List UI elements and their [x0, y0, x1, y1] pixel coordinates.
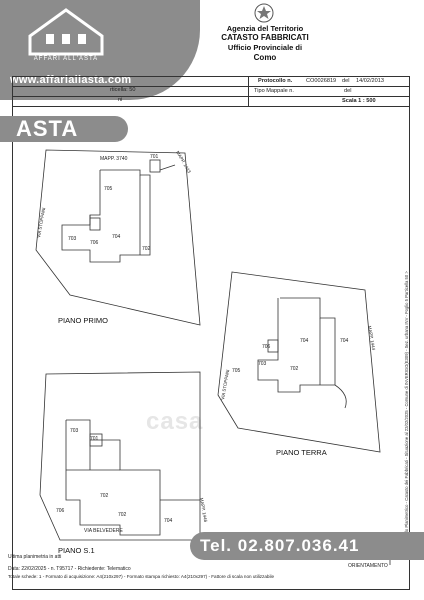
- catasto-title: CATASTO FABBRICATI: [221, 33, 309, 42]
- piano-primo-label: PIANO PRIMO: [58, 316, 109, 325]
- piano-terra-lot: [217, 271, 381, 453]
- terra-room-4: 706: [262, 344, 271, 350]
- logo-text: AFFARI ALL'ASTA: [33, 56, 99, 62]
- particella-field: rticella: 50: [110, 87, 136, 93]
- terra-room-6: 704: [340, 338, 349, 344]
- footer-ultima: Ultima planimetria in atti: [8, 554, 62, 560]
- piano-s1-label: PIANO S.1: [58, 546, 95, 555]
- piano-s1-lot: [39, 371, 201, 541]
- tipo-mappale-del: del: [344, 88, 352, 94]
- asta-label: ASTA: [16, 116, 79, 141]
- protocollo-label: Protocollo n.: [258, 78, 293, 84]
- state-emblem-icon: [254, 3, 274, 23]
- scale-label: Scala 1 : 500: [342, 98, 376, 104]
- header-divider-3: [12, 106, 410, 107]
- protocollo-value: CO0026819: [306, 78, 337, 84]
- branding-banner: [0, 0, 200, 100]
- footer-schede: Totale schede: 1 - Formato di acquisizio…: [8, 574, 275, 579]
- office-title: Ufficio Provinciale di: [227, 43, 303, 52]
- s1-room-3: 702: [100, 493, 109, 499]
- piano-primo-lot: [35, 149, 201, 326]
- terra-road: VIA STOPPANI: [220, 369, 230, 400]
- primo-room-1: 701: [150, 154, 159, 160]
- phone-number[interactable]: Tel. 02.807.036.41: [200, 536, 360, 555]
- terra-mapp: MAPP. 1444: [367, 325, 376, 351]
- side-note: lo Planimetrico - Catasto dei Fabbricati…: [404, 271, 409, 532]
- document-frame: [12, 76, 410, 590]
- primo-mapp-top: MAPP. 3740: [100, 156, 128, 162]
- terra-room-2: 703: [258, 361, 267, 367]
- primo-room-6: 702: [142, 246, 151, 252]
- s1-room-6: 704: [164, 518, 173, 524]
- agency-name: Agenzia del Territorio: [226, 24, 304, 33]
- orientation-label: ORIENTAMENTO: [348, 563, 388, 569]
- primo-room-4: 706: [90, 240, 99, 246]
- s1-room-1: 701: [90, 436, 99, 442]
- s1-room-4: 702: [118, 512, 127, 518]
- terra-room-1: 704: [300, 338, 309, 344]
- protocollo-date: 14/02/2013: [356, 78, 384, 84]
- partial-left-field: ni: [118, 97, 123, 103]
- terra-room-5: 702: [290, 366, 299, 372]
- primo-room-2: 703: [68, 236, 77, 242]
- house-logo-icon: [28, 8, 104, 56]
- piano-primo-building: [61, 169, 151, 263]
- s1-room-2: 703: [70, 428, 79, 434]
- primo-room-3: 705: [104, 186, 113, 192]
- header-separator: [248, 76, 249, 106]
- watermark-text: casa: [146, 408, 204, 435]
- primo-mapp-right: MAPP. 1443: [175, 150, 192, 174]
- primo-room-5: 704: [112, 234, 121, 240]
- terra-room-3: 705: [232, 368, 241, 374]
- phone-banner: [190, 532, 424, 560]
- protocollo-del: del: [342, 78, 350, 84]
- tipo-mappale-label: Tipo Mappale n.: [254, 88, 294, 94]
- piano-s1-building: [65, 419, 161, 536]
- s1-road: VIA BELVEDERE: [84, 528, 123, 534]
- s1-mapp: MAPP. 1446: [199, 497, 208, 523]
- piano-terra-label: PIANO TERRA: [276, 448, 327, 457]
- asta-banner: [0, 116, 128, 142]
- s1-room-5: 706: [56, 508, 65, 514]
- site-url-link[interactable]: www.affariallasta.com: [10, 74, 132, 86]
- header-divider-2: [12, 96, 410, 97]
- header-divider-1: [12, 86, 410, 87]
- footer-data: Data: 22/02/2025 - n. T95717 - Richieden…: [8, 566, 131, 572]
- office-city: Como: [253, 53, 277, 62]
- primo-road: VIA STOPPANI: [36, 207, 46, 238]
